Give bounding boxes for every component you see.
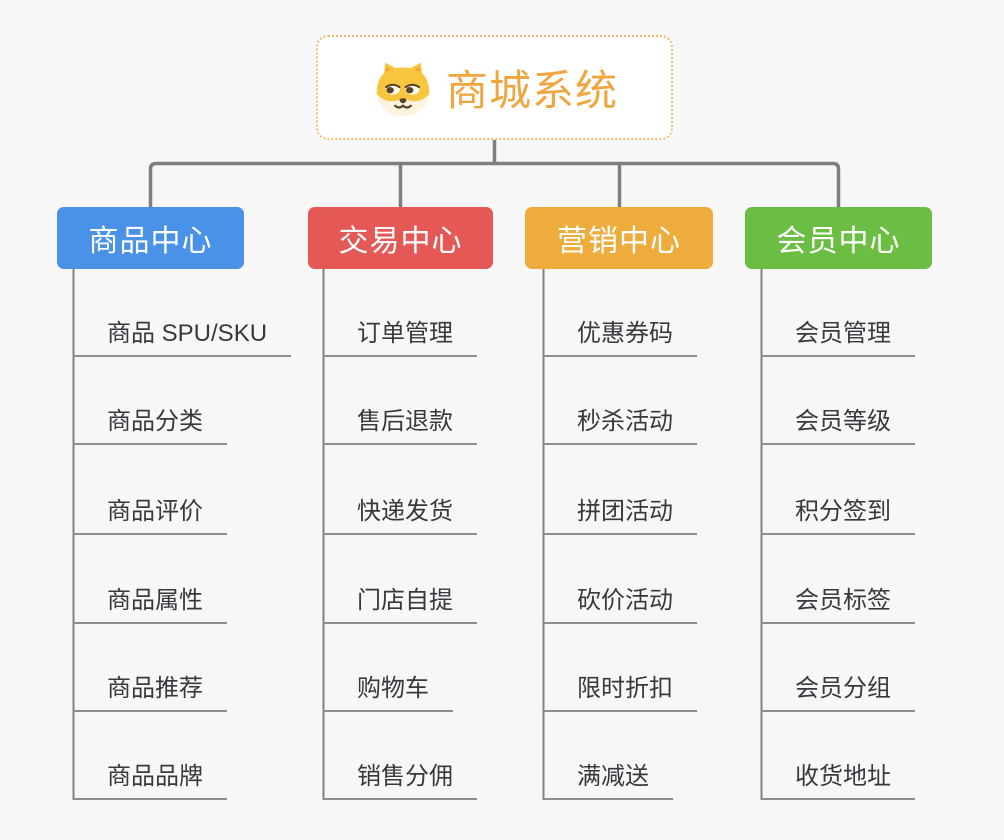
branch-node-marketing-center[interactable]: 营销中心: [525, 207, 713, 269]
leaf-node[interactable]: 限时折扣: [543, 674, 697, 712]
leaf-node[interactable]: 会员等级: [761, 407, 915, 445]
leaf-node[interactable]: 秒杀活动: [543, 407, 697, 445]
leaf-node[interactable]: 购物车: [323, 674, 453, 712]
root-node[interactable]: 商城系统: [316, 35, 673, 140]
leaf-node[interactable]: 商品推荐: [73, 674, 227, 712]
leaf-node[interactable]: 收货地址: [761, 762, 915, 800]
leaf-node[interactable]: 砍价活动: [543, 586, 697, 624]
leaf-node[interactable]: 积分签到: [761, 497, 915, 535]
leaf-node[interactable]: 售后退款: [323, 407, 477, 445]
leaf-node[interactable]: 拼团活动: [543, 497, 697, 535]
root-title: 商城系统: [445, 67, 618, 114]
leaf-node[interactable]: 商品评价: [73, 497, 227, 535]
leaf-node[interactable]: 商品分类: [73, 407, 227, 445]
branch-node-trade-center[interactable]: 交易中心: [308, 207, 493, 269]
leaf-node[interactable]: 商品属性: [73, 586, 227, 624]
leaf-node[interactable]: 门店自提: [323, 586, 477, 624]
leaf-node[interactable]: 优惠券码: [543, 319, 697, 357]
leaf-node[interactable]: 快递发货: [323, 497, 477, 535]
branch-label: 交易中心: [338, 225, 463, 258]
branch-label: 商品中心: [88, 225, 213, 258]
branch-label: 营销中心: [557, 225, 681, 258]
branch-node-member-center[interactable]: 会员中心: [745, 207, 932, 269]
dog-face-icon: [371, 58, 435, 117]
leaf-node[interactable]: 商品品牌: [73, 762, 227, 800]
leaf-node[interactable]: 订单管理: [323, 319, 477, 357]
leaf-node[interactable]: 会员标签: [761, 586, 915, 624]
leaf-node[interactable]: 会员管理: [761, 319, 915, 357]
leaf-node[interactable]: 商品 SPU/SKU: [73, 319, 292, 357]
leaf-node[interactable]: 满减送: [543, 762, 673, 800]
branch-node-product-center[interactable]: 商品中心: [57, 207, 244, 269]
leaf-node[interactable]: 销售分佣: [323, 762, 477, 800]
branch-label: 会员中心: [776, 225, 901, 258]
leaf-node[interactable]: 会员分组: [761, 674, 915, 712]
